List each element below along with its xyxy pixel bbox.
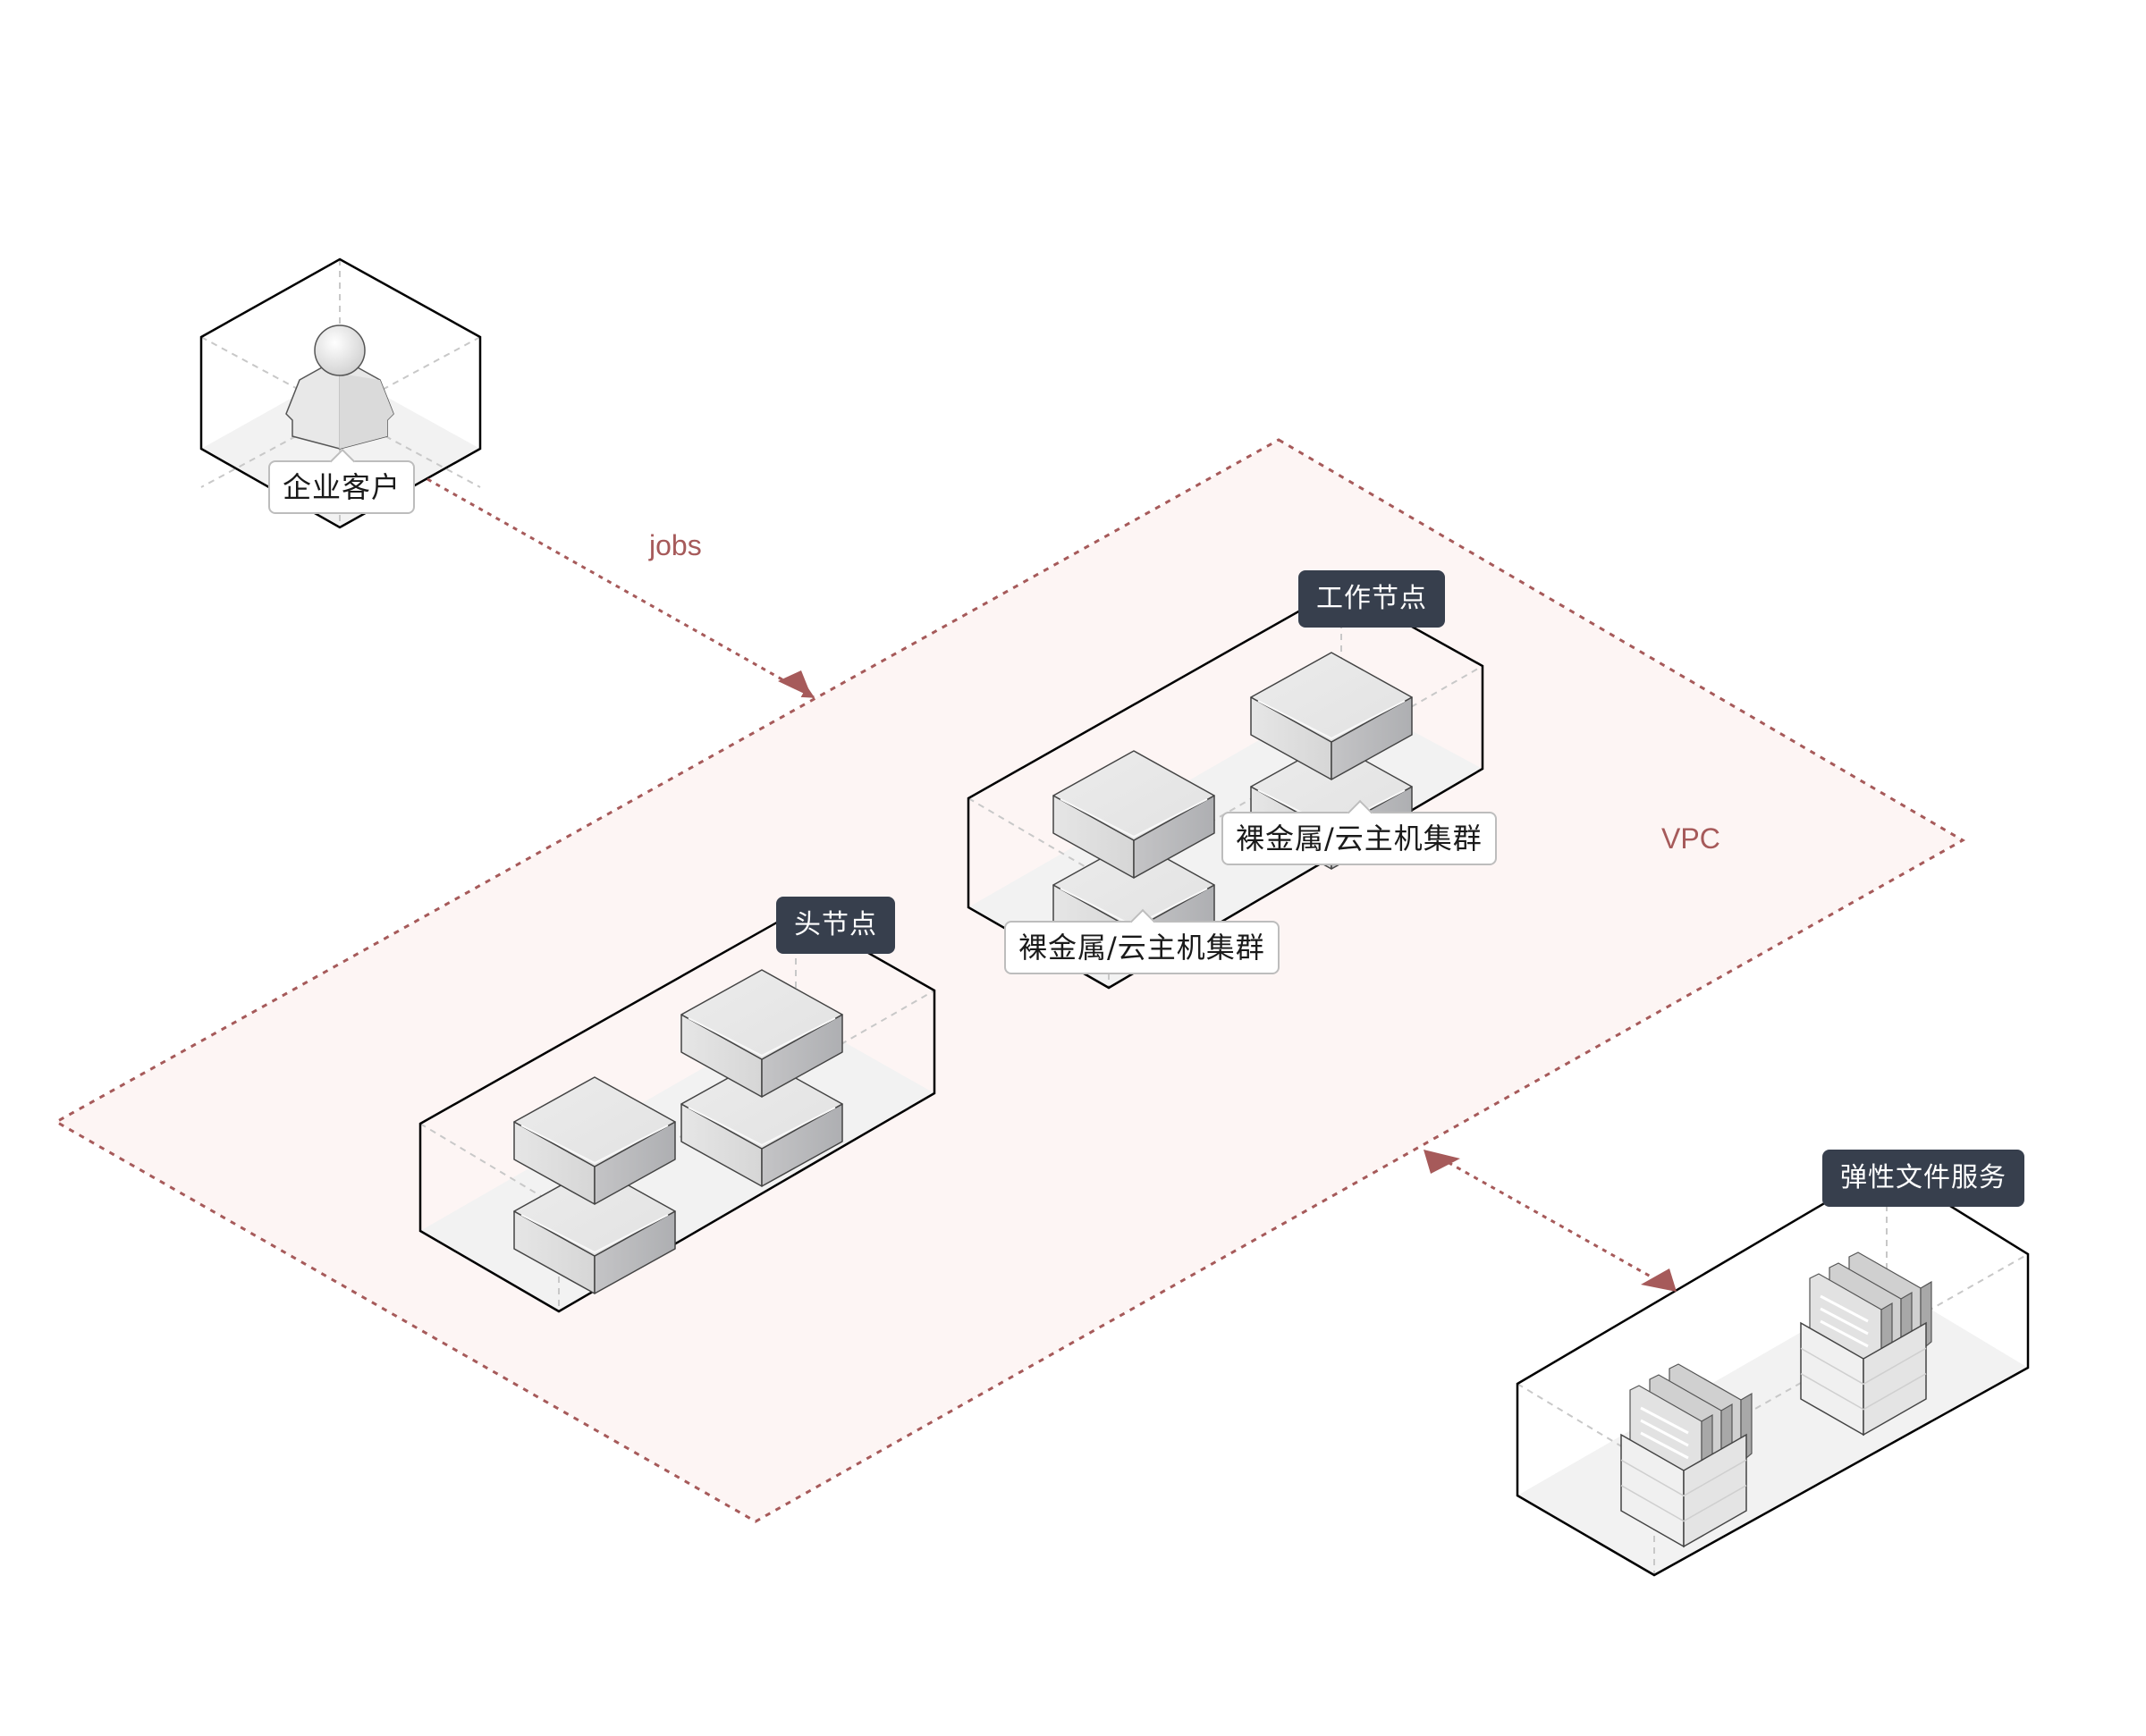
storage-icons (1620, 1251, 1932, 1548)
customer-box-outline (199, 257, 482, 529)
vpc-efs-arrow (1439, 1156, 1666, 1286)
jobs-edge-label: jobs (649, 529, 702, 561)
user-icon (285, 324, 394, 450)
head-node-label: 头节点 (776, 897, 895, 954)
server-icon (513, 1076, 676, 1294)
jobs-arrow (427, 477, 815, 699)
server-icons (513, 652, 1413, 1294)
server-icon (680, 969, 843, 1187)
file-storage-icon (1800, 1251, 1932, 1437)
efs-group (1516, 1165, 2030, 1577)
vpc-label: VPC (1661, 822, 1720, 855)
vpc-zone (53, 438, 1966, 1523)
server-icon (1250, 652, 1413, 870)
cluster-label-2: 裸金属/云主机集群 (1221, 812, 1497, 865)
worker-node-label: 工作节点 (1298, 570, 1445, 628)
customer-label: 企业客户 (268, 460, 416, 514)
vpc-efs-arrowhead-end (1641, 1268, 1677, 1292)
file-storage-icon (1620, 1363, 1753, 1548)
vpc-efs-arrowhead-start (1424, 1150, 1460, 1174)
cluster-label-1: 裸金属/云主机集群 (1004, 921, 1280, 974)
efs-label: 弹性文件服务 (1822, 1150, 2024, 1207)
jobs-arrowhead (778, 670, 812, 697)
